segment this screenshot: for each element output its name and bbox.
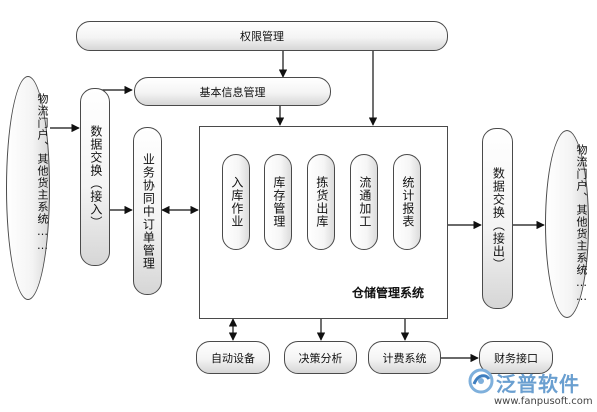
basic-info-box: 基本信息管理 <box>134 77 331 106</box>
order-management-label: 业务协同中订单管理 <box>141 152 156 270</box>
billing-box: 计费系统 <box>368 341 441 374</box>
module-processing-label: 流通加工 <box>357 176 372 228</box>
automation-label: 自动设备 <box>211 351 255 365</box>
decision-label: 决策分析 <box>298 351 343 365</box>
basic-info-label: 基本信息管理 <box>199 85 266 99</box>
exchange-in-label: 数据交换（接入） <box>88 125 103 229</box>
module-picking: 拣货出库 <box>307 154 335 250</box>
left-portal-label: 物流门户、其他货主系统…… <box>36 93 49 253</box>
exchange-out-label: 数据交换（接出） <box>491 166 506 271</box>
exchange-in-box: 数据交换（接入） <box>80 88 110 266</box>
finance-box: 财务接口 <box>479 341 553 374</box>
left-portal-ellipse: 物流门户、其他货主系统…… <box>6 76 50 300</box>
module-picking-label: 拣货出库 <box>314 176 329 228</box>
module-inventory: 库存管理 <box>264 154 292 250</box>
order-management-box: 业务协同中订单管理 <box>133 127 162 295</box>
module-reports-label: 统计报表 <box>400 176 415 228</box>
billing-label: 计费系统 <box>382 351 427 365</box>
brand-logo: 泛普软件 www.fanpusoft.com <box>464 366 594 410</box>
permission-label: 权限管理 <box>240 30 284 43</box>
exchange-out-box: 数据交换（接出） <box>482 128 513 309</box>
right-portal-ellipse: 物流门户、其他货主系统…… <box>545 130 589 318</box>
warehouse-system-label: 仓储管理系统 <box>352 286 425 300</box>
automation-box: 自动设备 <box>196 341 270 374</box>
logo-name: 泛普软件 <box>496 372 580 396</box>
permission-box: 权限管理 <box>76 21 448 51</box>
module-reports: 统计报表 <box>393 154 421 250</box>
module-inbound-label: 入库作业 <box>229 176 244 228</box>
logo-url: www.fanpusoft.com <box>494 396 593 407</box>
decision-box: 决策分析 <box>284 341 357 374</box>
module-processing: 流通加工 <box>350 154 378 250</box>
right-portal-label: 物流门户、其他货主系统…… <box>575 144 588 304</box>
logo-swirl-icon <box>468 368 494 394</box>
module-inventory-label: 库存管理 <box>271 176 286 228</box>
module-inbound: 入库作业 <box>222 154 250 250</box>
finance-label: 财务接口 <box>494 351 538 365</box>
